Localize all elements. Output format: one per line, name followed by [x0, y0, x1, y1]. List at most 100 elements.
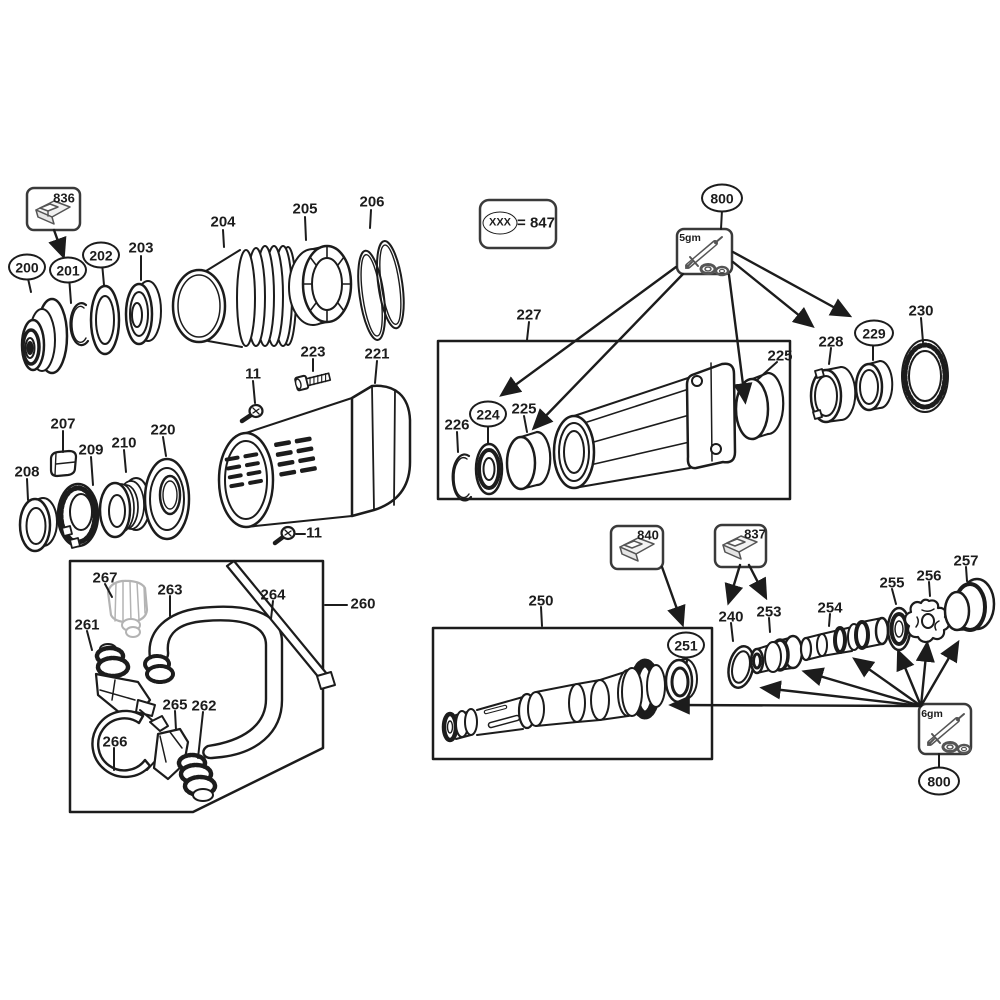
- callout-240: 240: [718, 608, 744, 626]
- part-256-drawing: [904, 598, 951, 644]
- part-203-drawing: [124, 280, 162, 346]
- callout-224: 224: [476, 406, 500, 422]
- callout-260: 260: [350, 595, 376, 613]
- part-255-drawing: [886, 606, 912, 652]
- bracket-plate-icon-837: [722, 535, 758, 560]
- callout-253: 253: [756, 603, 782, 621]
- arrow-6gm-to-240: [759, 680, 923, 708]
- callout-bubble-800-bottom: 800: [918, 766, 960, 796]
- part-229-drawing: [854, 360, 894, 412]
- part-257-drawing: [943, 577, 996, 632]
- callout-227: 227: [516, 306, 542, 324]
- arrow-840-to-251: [660, 565, 686, 628]
- callout-254: 254: [817, 599, 843, 617]
- part-220-drawing: [143, 457, 191, 541]
- part-230-drawing: [901, 339, 949, 413]
- arrow-6gm-to-253: [801, 667, 923, 708]
- callout-251: 251: [674, 637, 698, 653]
- grease-6gm-label: 6gm: [921, 707, 943, 720]
- callout-800-bottom: 800: [927, 773, 951, 789]
- callout-263: 263: [157, 581, 183, 599]
- arrow-6gm-to-257: [919, 639, 960, 708]
- callout-256: 256: [916, 567, 942, 585]
- callout-203: 203: [128, 239, 154, 257]
- part-11-screw-top-drawing: [239, 403, 264, 424]
- part-225-left-drawing: [505, 430, 552, 491]
- callout-210: 210: [111, 434, 137, 452]
- callout-257: 257: [953, 552, 979, 570]
- grease-5gm-label: 5gm: [679, 231, 701, 244]
- callout-225-right: 225: [767, 347, 793, 365]
- callout-229: 229: [862, 325, 886, 341]
- bracket-plate-icon-840: [619, 537, 655, 562]
- callout-207: 207: [50, 415, 76, 433]
- part-253-drawing: [749, 634, 804, 675]
- callout-255: 255: [879, 574, 905, 592]
- callout-205: 205: [292, 200, 318, 218]
- legend-xxx-bubble: XXX: [482, 211, 518, 235]
- callout-261: 261: [74, 616, 100, 634]
- box-260-assembly: [68, 559, 325, 814]
- box-250-assembly: [431, 626, 714, 761]
- callout-206: 206: [359, 193, 385, 211]
- callout-221: 221: [364, 345, 390, 363]
- callout-bubble-200: 200: [8, 253, 46, 281]
- callout-201: 201: [56, 262, 80, 278]
- callout-264: 264: [260, 586, 286, 604]
- callout-209: 209: [78, 441, 104, 459]
- callout-bubble-251: 251: [667, 631, 705, 659]
- kit-box-837-label: 837: [744, 526, 766, 542]
- arrow-5gm-to-229: [731, 250, 853, 318]
- arrow-6gm-to-spindle: [668, 695, 923, 715]
- arrow-837-to-253: [747, 563, 768, 601]
- part-209-drawing: [56, 482, 100, 549]
- kit-box-836-label: 836: [53, 190, 75, 206]
- box-227-assembly: [436, 339, 792, 501]
- part-201-drawing: [69, 302, 90, 347]
- arrow-6gm-to-254: [852, 657, 923, 708]
- callout-bubble-201: 201: [49, 256, 87, 284]
- part-205-drawing: [288, 244, 353, 326]
- part-207-drawing: [49, 449, 78, 478]
- part-11-screw-bottom-drawing: [272, 525, 296, 546]
- callout-204: 204: [210, 213, 236, 231]
- part-202-drawing: [89, 284, 121, 356]
- part-261-drawing: [94, 643, 156, 717]
- part-206-drawing: [357, 240, 405, 341]
- part-254-drawing: [799, 616, 890, 662]
- arrow-5gm-to-225-right: [727, 273, 753, 405]
- part-250-spindle-drawing: [441, 658, 666, 743]
- part-267-drawing: [106, 579, 149, 638]
- callout-225-left: 225: [511, 400, 537, 418]
- callout-266: 266: [102, 733, 128, 751]
- callout-265: 265: [162, 696, 188, 714]
- callout-202: 202: [89, 247, 113, 263]
- callout-bubble-229: 229: [854, 319, 894, 347]
- part-262-drawing: [176, 752, 218, 802]
- grease-gun-icon-6gm: [927, 713, 972, 755]
- part-200-drawing: [20, 297, 69, 375]
- callout-11-top: 11: [245, 365, 261, 383]
- arrow-837-to-240: [724, 563, 744, 606]
- arrows: [48, 228, 960, 715]
- callout-228: 228: [818, 333, 844, 351]
- part-224-drawing: [474, 442, 504, 496]
- legend-xxx: XXX: [488, 216, 511, 229]
- callout-bubble-202: 202: [82, 241, 120, 269]
- part-251-drawing: [664, 658, 698, 704]
- arrow-6gm-to-256: [915, 640, 935, 708]
- arrow-5gm-to-225-left: [531, 272, 685, 431]
- part-204-drawing: [171, 245, 297, 348]
- callout-800-top: 800: [710, 190, 734, 206]
- callout-223: 223: [300, 343, 326, 361]
- part-228-drawing: [809, 366, 857, 424]
- callout-bubble-224: 224: [469, 400, 507, 428]
- bracket-plate-icon-836: [35, 200, 71, 225]
- part-208-drawing: [18, 497, 58, 553]
- legend-equals-847: = 847: [517, 214, 555, 232]
- arrow-5gm-to-228: [731, 260, 815, 329]
- callout-267: 267: [92, 569, 118, 587]
- part-210-drawing: [98, 477, 151, 539]
